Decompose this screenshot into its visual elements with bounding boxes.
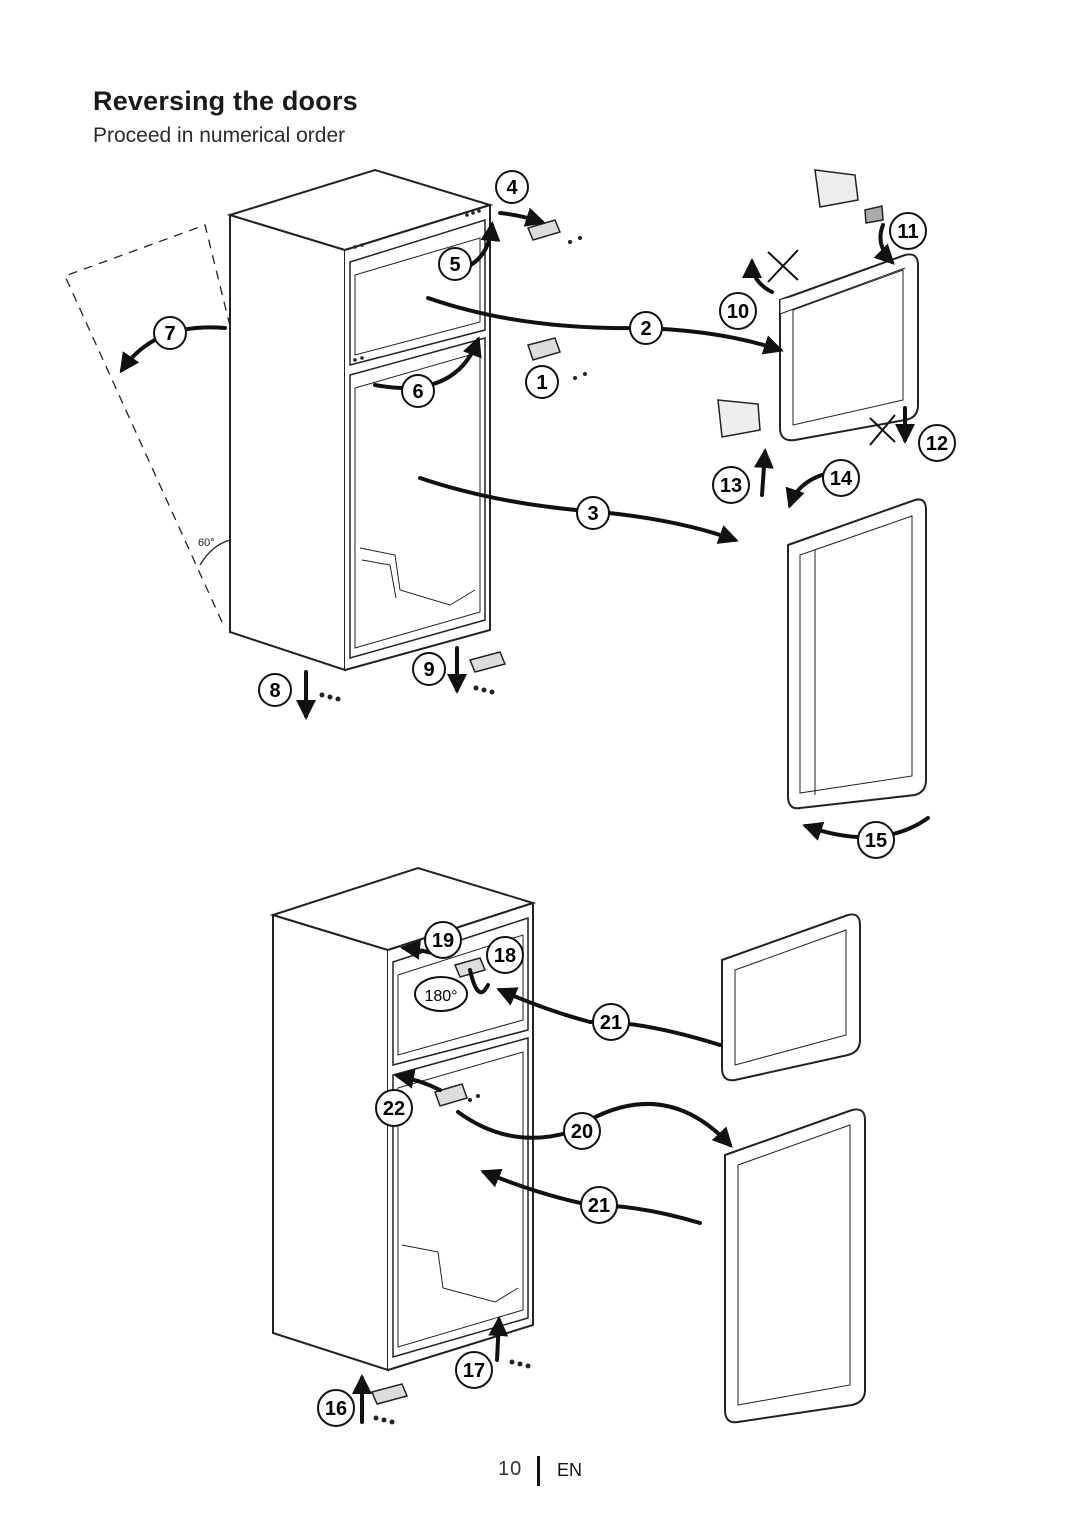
svg-text:22: 22 (383, 1098, 405, 1120)
step-badge-5: 5 (438, 247, 472, 281)
step-badge-2: 2 (629, 311, 663, 345)
svg-text:21: 21 (588, 1195, 610, 1217)
fridge-door-bottom (724, 1108, 866, 1424)
step-badge-16: 16 (317, 1389, 355, 1427)
svg-text:4: 4 (506, 177, 518, 199)
step-badge-14: 14 (822, 459, 860, 497)
svg-text:5: 5 (449, 254, 460, 276)
fridge-door-top (787, 498, 927, 810)
svg-text:14: 14 (830, 468, 853, 490)
step-badge-15: 15 (857, 821, 895, 859)
svg-text:12: 12 (926, 433, 948, 455)
step-badge-13: 13 (712, 466, 750, 504)
angle-label: 60° (198, 537, 215, 549)
step-badge-3: 3 (576, 496, 610, 530)
accessory-bag-icon (717, 169, 884, 438)
step-badge-7: 7 (153, 316, 187, 350)
step-badge-17: 17 (455, 1351, 493, 1389)
svg-text:10: 10 (727, 301, 749, 323)
svg-text:8: 8 (269, 680, 280, 702)
step-badge-22: 22 (375, 1089, 413, 1127)
rotation-badge (414, 976, 468, 1012)
step-badge-21b: 21 (580, 1186, 618, 1224)
svg-text:13: 13 (720, 475, 742, 497)
page-subtitle: Proceed in numerical order (93, 124, 346, 147)
svg-text:6: 6 (412, 381, 423, 403)
step-badge-8: 8 (258, 673, 292, 707)
freezer-door-bottom (721, 913, 861, 1082)
fridge-top (64, 168, 494, 672)
step-badge-11: 11 (889, 212, 927, 250)
remove-cross-icon (767, 249, 896, 446)
step-badge-12: 12 (918, 424, 956, 462)
svg-text:7: 7 (164, 323, 175, 345)
freezer-door-top (779, 253, 919, 442)
svg-text:18: 18 (494, 945, 516, 967)
svg-text:17: 17 (463, 1360, 485, 1382)
step-badges-top: 1 2 3 4 5 6 7 8 9 10 11 12 13 14 15 (153, 170, 956, 859)
step-badge-9: 9 (412, 652, 446, 686)
step-badge-1: 1 (525, 365, 559, 399)
screws-top (319, 236, 587, 702)
page-title: Reversing the doors (93, 86, 358, 116)
step-badge-18: 18 (486, 936, 524, 974)
step-badges-bottom: 16 17 18 19 20 21 21 22 (317, 921, 630, 1427)
footer-divider (537, 1456, 540, 1486)
step-badge-21a: 21 (592, 1003, 630, 1041)
step-badge-20: 20 (563, 1112, 601, 1150)
rotation-label: 180° (424, 988, 457, 1005)
svg-text:16: 16 (325, 1398, 347, 1420)
svg-text:19: 19 (432, 930, 454, 952)
hinge-top-parts (468, 219, 562, 673)
step-badge-4: 4 (495, 170, 529, 204)
page-footer: 10 EN (0, 1456, 1080, 1488)
svg-text:15: 15 (865, 830, 887, 852)
svg-text:21: 21 (600, 1012, 622, 1034)
screws-bottom (373, 1094, 531, 1425)
step-badge-19: 19 (424, 921, 462, 959)
svg-text:1: 1 (536, 372, 547, 394)
step-badge-10: 10 (719, 292, 757, 330)
svg-text:2: 2 (640, 318, 651, 340)
svg-text:20: 20 (571, 1121, 593, 1143)
svg-text:11: 11 (897, 221, 918, 243)
step-badge-6: 6 (401, 374, 435, 408)
hinge-bottom-parts (370, 957, 487, 1405)
language-code: EN (557, 1460, 583, 1480)
page-number: 10 (498, 1458, 523, 1480)
svg-text:9: 9 (423, 659, 434, 681)
svg-text:3: 3 (587, 503, 598, 525)
